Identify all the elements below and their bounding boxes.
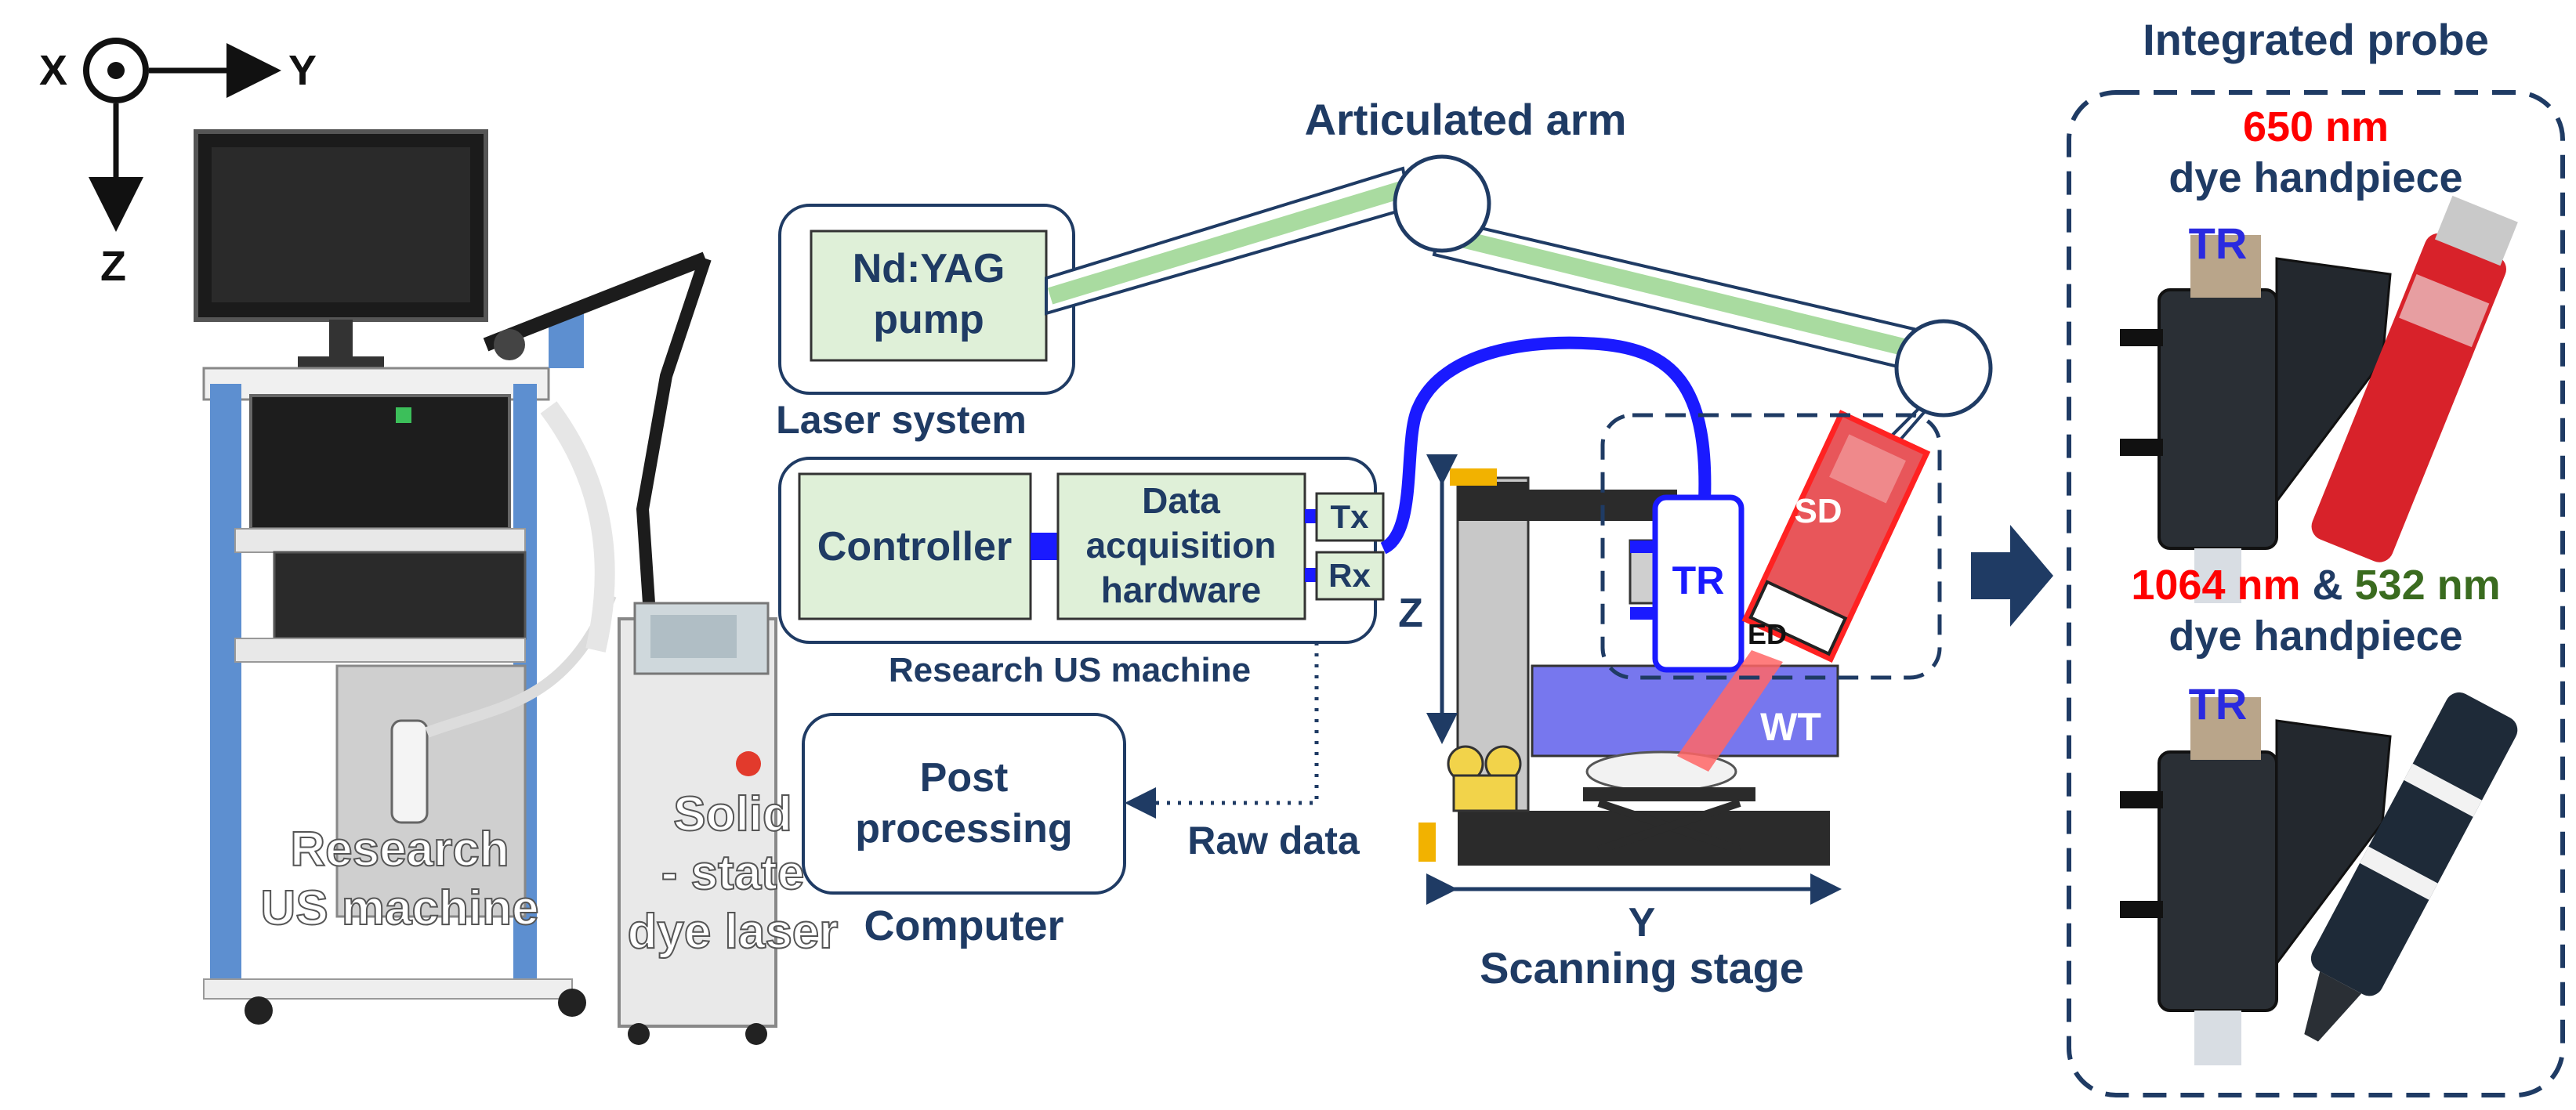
ndyag-pump-box: [810, 230, 1048, 362]
stage-gantry: [1458, 490, 1677, 521]
label-laser-system: Laser system: [776, 398, 1027, 442]
probe-photo-bottom: TR: [2120, 679, 2518, 1065]
stage-label-y: Y: [1629, 900, 1656, 945]
arm-joint-1: [1393, 154, 1491, 253]
label-controller: Controller: [817, 524, 1012, 569]
stage-label-sd: SD: [1794, 492, 1842, 530]
photo-us-machine: Research US machine Solid - state dye la…: [194, 129, 839, 1045]
probe-handpiece-top: dye handpiece: [2168, 154, 2462, 201]
computer-box: [802, 713, 1126, 895]
axes-indicator: X Y Z: [39, 38, 317, 290]
label-daq-3: hardware: [1101, 569, 1262, 610]
label-rx: Rx: [1328, 557, 1371, 594]
label-pump: pump: [873, 297, 984, 342]
laser-unit: [618, 617, 777, 1028]
probe-photo-top: TR: [2120, 195, 2518, 603]
probe-wl-1064: 1064 nm: [2131, 562, 2300, 609]
laser-beam: [1677, 650, 1783, 772]
cart-pole-left: [210, 384, 241, 987]
probe-label-tr-top: TR: [2189, 219, 2248, 268]
label-raw-data: Raw data: [1187, 819, 1360, 862]
scanning-stage: Z TR SD ED WT Y Scanning stage: [1398, 410, 1942, 992]
label-daq-2: acquisition: [1086, 525, 1277, 566]
probe-wl-650: 650 nm: [2243, 103, 2389, 150]
stage-label-z: Z: [1398, 591, 1423, 636]
label-tx: Tx: [1330, 498, 1369, 535]
label-ndyag: Nd:YAG: [853, 246, 1005, 291]
photo-label-laser-1: Solid: [673, 787, 792, 841]
probe-wl-532: 532 nm: [2355, 562, 2501, 609]
probe-label-tr-bottom: TR: [2189, 679, 2248, 729]
label-post: Post: [920, 755, 1009, 801]
articulated-arm-diagram: [1045, 154, 1993, 465]
controller-box: [798, 472, 1032, 620]
stage-label-ed: ED: [1748, 618, 1787, 650]
axis-label-x: X: [39, 47, 67, 94]
label-processing: processing: [855, 806, 1072, 851]
axis-label-z: Z: [100, 243, 126, 290]
x-axis-dot-icon: [107, 62, 125, 79]
stage-title: Scanning stage: [1480, 943, 1804, 992]
probe-panel-border: [2067, 90, 2565, 1097]
transducer: [1652, 494, 1745, 673]
probe-handpiece-bottom: dye handpiece: [2168, 613, 2462, 660]
daq-box: [1056, 472, 1306, 620]
stage-label-wt: WT: [1760, 705, 1821, 749]
photo-label-laser-3: dye laser: [628, 905, 839, 959]
zoom-region: [1600, 413, 1942, 680]
block-diagram: Articulated arm Nd:YAG pump Laser system…: [776, 95, 1993, 949]
tx-port: [1315, 492, 1385, 542]
photo-label-us-machine-2: US machine: [261, 881, 539, 935]
probe-wl-line: 1064 nm & 532 nm: [2131, 562, 2500, 609]
us-cable: [1379, 336, 1712, 555]
label-articulated-arm: Articulated arm: [1305, 95, 1627, 144]
label-daq-1: Data: [1142, 480, 1220, 521]
probe-title: Integrated probe: [2143, 15, 2489, 64]
axis-label-y: Y: [288, 47, 317, 94]
integrated-probe-panel: Integrated probe 650 nm dye handpiece TR…: [2067, 15, 2565, 1097]
probe-wl-amp: &: [2301, 562, 2355, 609]
photo-label-laser-2: - state: [661, 846, 805, 900]
zoom-arrow-icon: [1971, 525, 2053, 627]
label-research-us-machine: Research US machine: [889, 651, 1251, 689]
stage-label-tr: TR: [1672, 559, 1725, 602]
photo-label-us-machine-1: Research: [290, 823, 509, 877]
rx-port: [1315, 551, 1385, 601]
label-computer: Computer: [864, 902, 1064, 949]
arm-joint-2: [1894, 319, 1993, 418]
